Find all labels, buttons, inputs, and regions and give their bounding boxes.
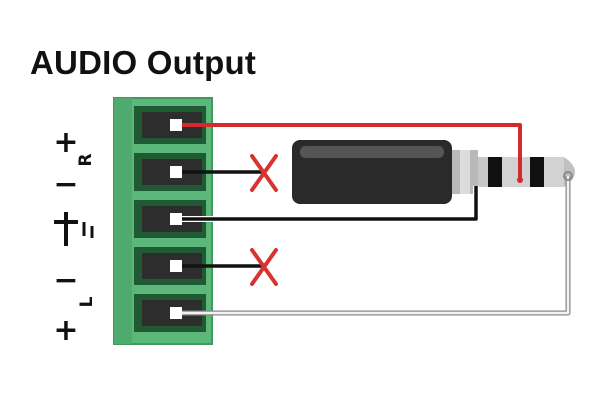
ground-icon [54, 212, 94, 246]
audio-jack-icon [292, 140, 575, 204]
label-l-minus: − [53, 263, 78, 298]
wires [182, 123, 573, 316]
terminal-block-icon [113, 97, 213, 345]
terminal-labels: + − R − L + [53, 125, 97, 348]
label-r-plus: + [53, 125, 78, 160]
diagram-title: AUDIO Output [30, 44, 257, 81]
label-l-letter: L [77, 296, 97, 307]
terminal-pin-5 [134, 294, 206, 332]
no-connection-icon [250, 248, 278, 286]
label-r-minus: − [53, 167, 78, 202]
red-wire [182, 123, 522, 180]
label-l-plus: + [53, 313, 78, 348]
no-connection-icon [250, 154, 278, 192]
label-r-letter: R [76, 153, 96, 166]
